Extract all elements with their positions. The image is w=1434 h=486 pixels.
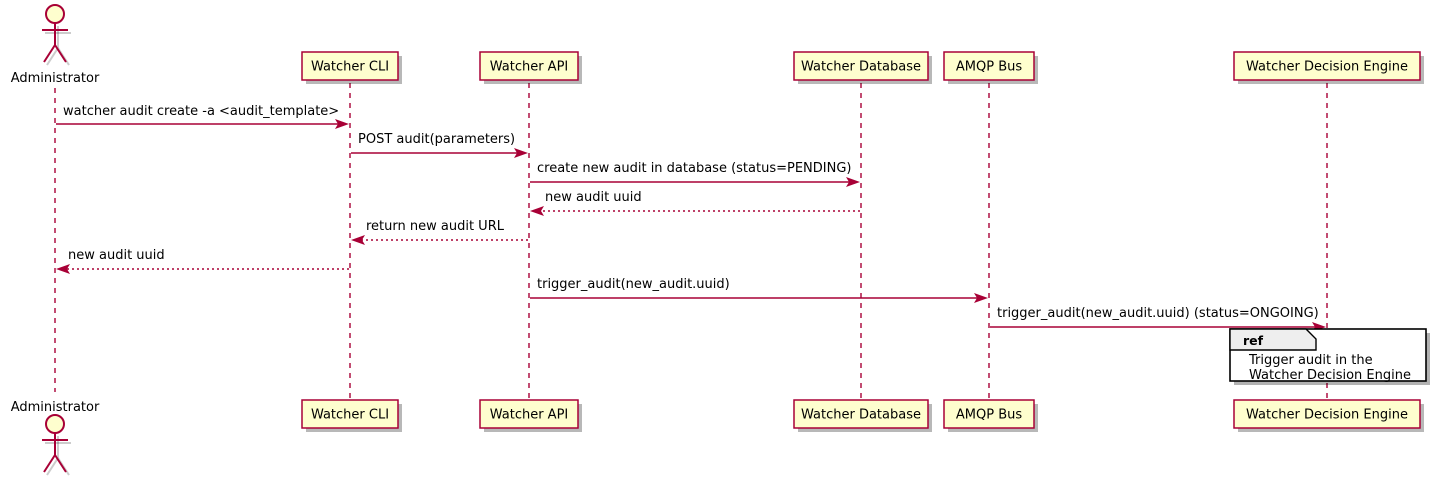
message-3-arrowhead bbox=[846, 177, 860, 187]
ref-fragment[interactable]: ref Trigger audit in the Watcher Decisio… bbox=[1229, 328, 1430, 385]
message-3[interactable]: create new audit in database (status=PEN… bbox=[530, 161, 860, 187]
message-6-label: new audit uuid bbox=[68, 248, 165, 263]
message-6-arrowhead bbox=[56, 264, 70, 274]
participant-label-cli-top: Watcher CLI bbox=[311, 60, 389, 75]
participant-label-amqp-bottom: AMQP Bus bbox=[956, 408, 1022, 423]
ref-fragment-line-1: Trigger audit in the bbox=[1248, 353, 1373, 368]
messages-layer: watcher audit create -a <audit_template>… bbox=[56, 104, 1326, 332]
message-2-label: POST audit(parameters) bbox=[358, 132, 515, 147]
participant-box-decision-bottom[interactable]: Watcher Decision Engine bbox=[1233, 399, 1424, 432]
actor-admin-top: Administrator bbox=[11, 4, 100, 86]
actor-shadow-bottom bbox=[45, 436, 71, 476]
message-5-arrowhead bbox=[351, 235, 365, 245]
actor-head-icon bbox=[45, 4, 65, 24]
message-7-arrowhead bbox=[974, 293, 988, 303]
message-2[interactable]: POST audit(parameters) bbox=[351, 132, 528, 158]
participant-label-decision-bottom: Watcher Decision Engine bbox=[1246, 408, 1408, 423]
message-5[interactable]: return new audit URL bbox=[351, 219, 528, 245]
message-6[interactable]: new audit uuid bbox=[56, 248, 349, 274]
participant-label-decision-top: Watcher Decision Engine bbox=[1246, 60, 1408, 75]
message-4[interactable]: new audit uuid bbox=[530, 190, 860, 216]
ref-fragment-tab-label: ref bbox=[1243, 333, 1264, 348]
message-1[interactable]: watcher audit create -a <audit_template> bbox=[56, 104, 349, 129]
message-8[interactable]: trigger_audit(new_audit.uuid) (status=ON… bbox=[990, 306, 1326, 332]
ref-fragment-tab bbox=[1229, 328, 1317, 351]
actor-leg-right bbox=[54, 44, 67, 63]
message-8-label: trigger_audit(new_audit.uuid) (status=ON… bbox=[997, 306, 1319, 321]
participant-box-db-bottom[interactable]: Watcher Database bbox=[793, 399, 932, 432]
participant-label-db-bottom: Watcher Database bbox=[801, 408, 921, 423]
participant-box-amqp-bottom[interactable]: AMQP Bus bbox=[943, 399, 1038, 432]
participant-label-amqp-top: AMQP Bus bbox=[956, 60, 1022, 75]
participant-boxes-top: Watcher CLI Watcher API Watcher Database… bbox=[301, 51, 1424, 84]
participant-box-amqp-top[interactable]: AMQP Bus bbox=[943, 51, 1038, 84]
actor-shadow-top bbox=[45, 26, 71, 66]
participant-boxes-bottom: Watcher CLI Watcher API Watcher Database… bbox=[301, 399, 1424, 432]
participant-box-cli-top[interactable]: Watcher CLI bbox=[301, 51, 402, 84]
actor-label-admin-top: Administrator bbox=[11, 71, 100, 86]
ref-fragment-line-2: Watcher Decision Engine bbox=[1249, 368, 1411, 383]
message-1-label: watcher audit create -a <audit_template> bbox=[63, 104, 339, 119]
message-3-label: create new audit in database (status=PEN… bbox=[537, 161, 852, 176]
actor-head-icon-bottom bbox=[45, 414, 65, 434]
participant-label-api-bottom: Watcher API bbox=[490, 408, 569, 423]
message-2-arrowhead bbox=[514, 148, 528, 158]
participant-box-api-top[interactable]: Watcher API bbox=[479, 51, 582, 84]
message-7-label: trigger_audit(new_audit.uuid) bbox=[537, 277, 730, 292]
message-4-arrowhead bbox=[530, 206, 544, 216]
message-5-label: return new audit URL bbox=[366, 219, 505, 234]
actor-label-admin-bottom: Administrator bbox=[11, 400, 100, 415]
lifelines-layer bbox=[54, 83, 1328, 399]
message-1-arrowhead bbox=[335, 119, 349, 129]
message-4-label: new audit uuid bbox=[545, 190, 642, 205]
actor-leg-right-bottom bbox=[54, 454, 67, 473]
ref-fragment-body bbox=[1229, 328, 1427, 382]
participant-label-api-top: Watcher API bbox=[490, 60, 569, 75]
participant-label-db-top: Watcher Database bbox=[801, 60, 921, 75]
participant-box-cli-bottom[interactable]: Watcher CLI bbox=[301, 399, 402, 432]
participant-box-api-bottom[interactable]: Watcher API bbox=[479, 399, 582, 432]
participant-label-cli-bottom: Watcher CLI bbox=[311, 408, 389, 423]
participant-box-decision-top[interactable]: Watcher Decision Engine bbox=[1233, 51, 1424, 84]
actor-leg-left-bottom bbox=[43, 454, 56, 473]
actor-leg-left bbox=[43, 44, 56, 63]
message-7[interactable]: trigger_audit(new_audit.uuid) bbox=[530, 277, 988, 303]
actor-admin-bottom: Administrator bbox=[11, 400, 100, 476]
participant-box-db-top[interactable]: Watcher Database bbox=[793, 51, 932, 84]
